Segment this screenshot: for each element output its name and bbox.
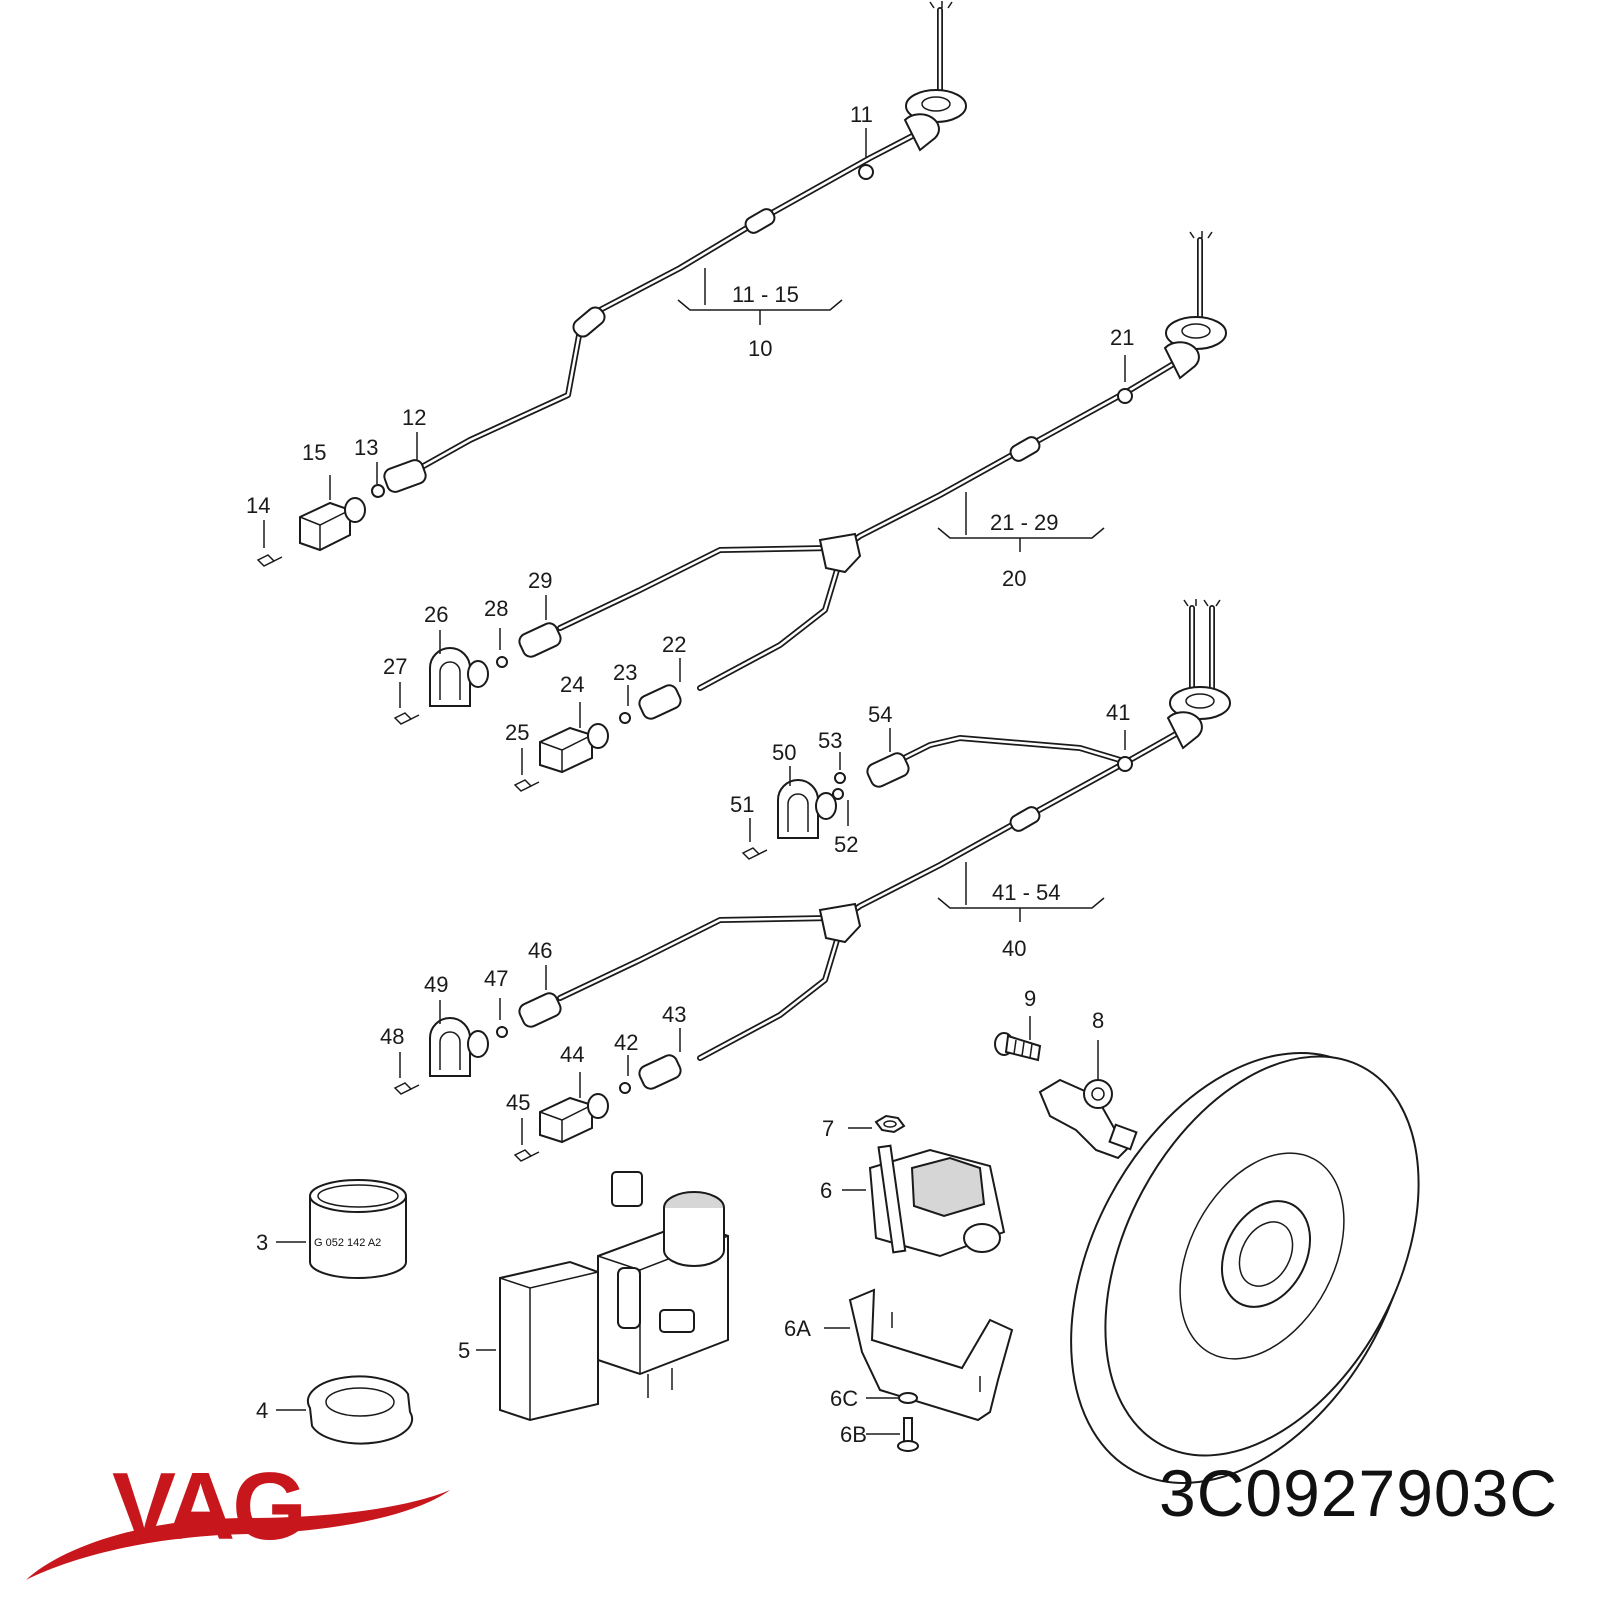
callout-22: 22 xyxy=(662,632,686,657)
callout-44: 44 xyxy=(560,1042,584,1067)
splitter xyxy=(818,532,862,574)
callout-29: 29 xyxy=(528,568,552,593)
o-ring-52 xyxy=(832,788,844,800)
o-ring-13 xyxy=(371,484,385,498)
callout-9: 9 xyxy=(1024,986,1036,1011)
part-number: 3C0927903C xyxy=(1159,1456,1558,1530)
callout-6A: 6A xyxy=(784,1316,811,1341)
sensor-44 xyxy=(539,1096,593,1144)
sensor-plug-29 xyxy=(518,622,562,658)
speed-sensor-8 xyxy=(1038,1040,1138,1160)
o-ring-23 xyxy=(619,712,631,724)
range-41-54: 41 - 54 xyxy=(992,880,1061,905)
sleeve xyxy=(1009,436,1041,462)
vag-logo: VAG xyxy=(112,1453,307,1560)
o-ring-28 xyxy=(496,656,508,668)
abs-unit-5 xyxy=(476,1171,729,1422)
clip xyxy=(1117,388,1133,404)
sensor-plug-46 xyxy=(518,992,562,1028)
callout-47: 47 xyxy=(484,966,508,991)
callout-41: 41 xyxy=(1106,700,1130,725)
callout-6B: 6B xyxy=(840,1422,867,1447)
callout-3: 3 xyxy=(256,1230,268,1255)
sleeve xyxy=(572,306,606,338)
brake-disc xyxy=(1070,1052,1420,1484)
harness-10 xyxy=(256,1,967,567)
grommet-4 xyxy=(276,1375,414,1445)
sleeve xyxy=(744,208,776,234)
callout-28: 28 xyxy=(484,596,508,621)
sensor-24 xyxy=(539,726,593,774)
callout-52: 52 xyxy=(834,832,858,857)
sensor-plug-54 xyxy=(866,752,910,788)
group-40: 40 xyxy=(1002,936,1026,961)
sensor-plug-43 xyxy=(638,1054,682,1090)
harness-40 xyxy=(393,599,1231,1162)
callout-labels: 11 12 13 14 15 11 - 15 10 21 21 - 29 20 … xyxy=(246,102,1134,1447)
seal-ring-3 xyxy=(276,1179,407,1279)
nut-7 xyxy=(848,1114,906,1134)
callout-8: 8 xyxy=(1092,1008,1104,1033)
washer-6C xyxy=(866,1392,918,1404)
callout-23: 23 xyxy=(613,660,637,685)
sensor-50 xyxy=(777,779,819,839)
clip xyxy=(858,164,874,180)
callout-26: 26 xyxy=(424,602,448,627)
callout-6C: 6C xyxy=(830,1386,858,1411)
callout-45: 45 xyxy=(506,1090,530,1115)
o-ring-42 xyxy=(619,1082,631,1094)
callout-50: 50 xyxy=(772,740,796,765)
group-10: 10 xyxy=(748,336,772,361)
callout-13: 13 xyxy=(354,435,378,460)
callout-54: 54 xyxy=(868,702,892,727)
callout-4: 4 xyxy=(256,1398,268,1423)
range-21-29: 21 - 29 xyxy=(990,510,1059,535)
callout-46: 46 xyxy=(528,938,552,963)
range-11-15: 11 - 15 xyxy=(732,282,799,307)
callout-43: 43 xyxy=(662,1002,686,1027)
callout-6: 6 xyxy=(820,1178,832,1203)
callout-7: 7 xyxy=(822,1116,834,1141)
callout-14: 14 xyxy=(246,493,270,518)
callout-51: 51 xyxy=(730,792,754,817)
sensor-plug-12 xyxy=(383,459,427,493)
callout-49: 49 xyxy=(424,972,448,997)
sensor-49 xyxy=(429,1017,471,1077)
clip xyxy=(1117,756,1133,772)
sensor-plug-22 xyxy=(638,684,682,720)
callout-27: 27 xyxy=(383,654,407,679)
callout-24: 24 xyxy=(560,672,584,697)
group-20: 20 xyxy=(1002,566,1026,591)
callout-53: 53 xyxy=(818,728,842,753)
callout-25: 25 xyxy=(505,720,529,745)
harness-20 xyxy=(393,231,1227,792)
o-ring-47 xyxy=(496,1026,508,1038)
sensor-module-6 xyxy=(842,1144,1006,1258)
bracket-6A xyxy=(824,1288,1014,1422)
sensor-26 xyxy=(429,647,471,707)
callout-15: 15 xyxy=(302,440,326,465)
callout-42: 42 xyxy=(614,1030,638,1055)
callout-21: 21 xyxy=(1110,325,1134,350)
o-ring-53 xyxy=(834,772,846,784)
callout-5: 5 xyxy=(458,1338,470,1363)
callout-12: 12 xyxy=(402,405,426,430)
bolt-6B xyxy=(866,1417,919,1452)
bolt-9 xyxy=(994,1016,1042,1062)
sensor-15 xyxy=(299,501,351,552)
splitter xyxy=(818,902,862,944)
callout-48: 48 xyxy=(380,1024,404,1049)
sleeve xyxy=(1009,806,1041,832)
callout-11: 11 xyxy=(850,102,873,127)
ring-marking: G 052 142 A2 xyxy=(314,1237,381,1249)
